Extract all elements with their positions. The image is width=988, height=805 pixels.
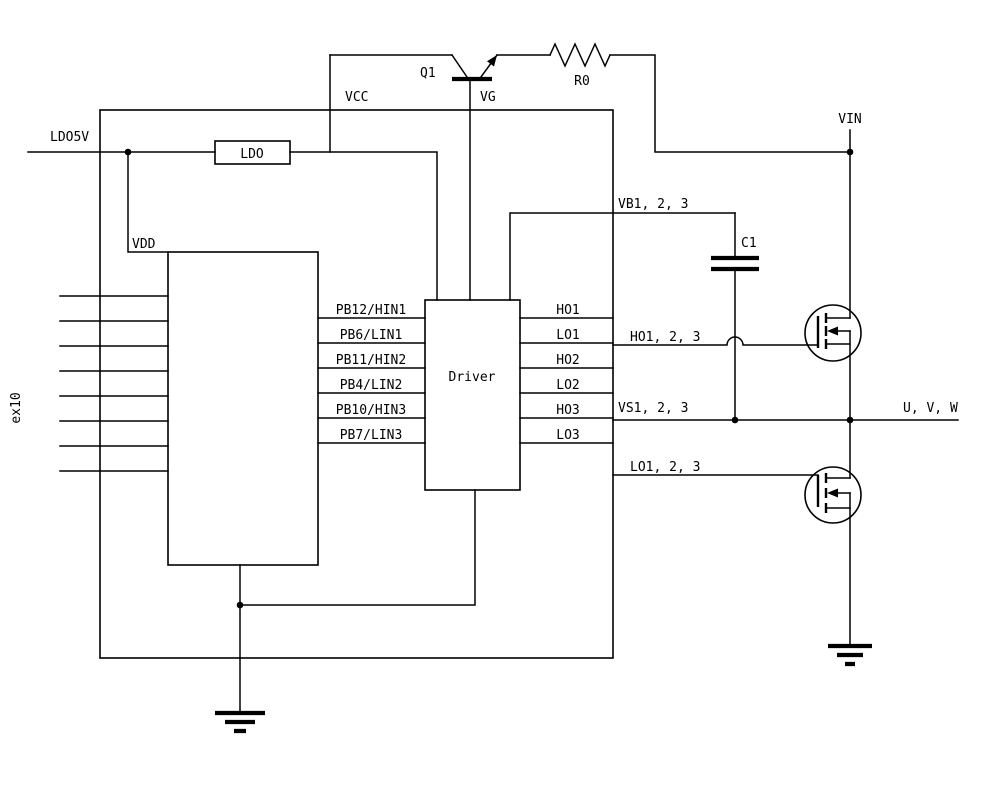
driver-output-label: HO1 — [556, 303, 579, 318]
label-vb-bus: VB1, 2, 3 — [618, 197, 688, 212]
q1-collector — [450, 53, 469, 79]
wires-driver-outputs — [519, 317, 614, 444]
driver-output-label: HO3 — [556, 403, 579, 418]
label-c1: C1 — [741, 236, 757, 251]
wire-vcc-to-driver — [289, 151, 438, 301]
driver-box — [424, 299, 521, 491]
mcu-pin-label: PB12/HIN1 — [336, 303, 406, 318]
ls-taps — [825, 477, 851, 509]
mcu-pin-label: PB7/LIN3 — [340, 428, 403, 443]
c1-plates — [711, 255, 759, 272]
q1-emitter-arrow — [487, 55, 497, 67]
label-ldo5v: LDO5V — [50, 130, 89, 145]
mosfet-low-side — [804, 419, 862, 646]
label-vdd: VDD — [132, 237, 156, 252]
wire-driver-ground — [239, 489, 476, 606]
junction-dot — [236, 601, 244, 609]
mcu-pin-label: PB10/HIN3 — [336, 403, 406, 418]
junction-dot — [731, 416, 739, 424]
junction-dot — [846, 148, 854, 156]
driver-output-label: LO2 — [556, 378, 579, 393]
capacitor-c1 — [711, 212, 759, 421]
wire-vdd — [127, 151, 169, 253]
label-driver: Driver — [449, 370, 496, 385]
label-vg: VG — [480, 90, 496, 105]
label-vcc: VCC — [345, 90, 368, 105]
mcu-box — [167, 251, 319, 566]
wire-r0-to-vin — [609, 54, 851, 153]
transistor-q1 — [450, 53, 499, 82]
label-ldo: LDO — [240, 147, 264, 162]
mosfet-high-side — [804, 304, 862, 421]
driver-output-label: LO3 — [556, 428, 579, 443]
label-ho-bus: HO1, 2, 3 — [630, 330, 700, 345]
wires — [27, 54, 959, 713]
wires-mcu-inputs — [59, 295, 169, 472]
label-vs-bus: VS1, 2, 3 — [618, 401, 688, 416]
label-vin: VIN — [838, 112, 861, 127]
hs-taps — [825, 317, 851, 345]
label-lo-bus: LO1, 2, 3 — [630, 460, 700, 475]
ground-symbol-right — [828, 643, 872, 667]
junction-dots — [124, 148, 854, 609]
label-ex10: ex10 — [9, 392, 24, 423]
junction-dot — [846, 416, 854, 424]
driver-output-label: LO1 — [556, 328, 579, 343]
ground-bars-right — [828, 643, 872, 667]
label-r0: R0 — [574, 74, 590, 89]
r0-zigzag — [549, 42, 611, 68]
resistor-r0 — [549, 42, 611, 68]
hs-body-arrow — [827, 326, 838, 336]
wire-vb — [509, 212, 736, 301]
hs-mosfet-body — [804, 304, 862, 362]
mcu-pin-label: PB4/LIN2 — [340, 378, 403, 393]
ls-mosfet-body — [804, 466, 862, 524]
label-uvw: U, V, W — [903, 401, 958, 416]
ls-body-arrow — [827, 488, 838, 498]
driver-output-label: HO2 — [556, 353, 579, 368]
ic-outer-box — [99, 109, 614, 659]
junction-dot — [124, 148, 132, 156]
ground-symbol-bottom — [215, 710, 265, 734]
wires-mcu-to-driver — [317, 317, 426, 444]
ground-bars-bottom — [215, 710, 265, 734]
mcu-pin-label: PB6/LIN1 — [340, 328, 403, 343]
label-q1: Q1 — [420, 66, 436, 81]
mcu-pin-label: PB11/HIN2 — [336, 353, 406, 368]
